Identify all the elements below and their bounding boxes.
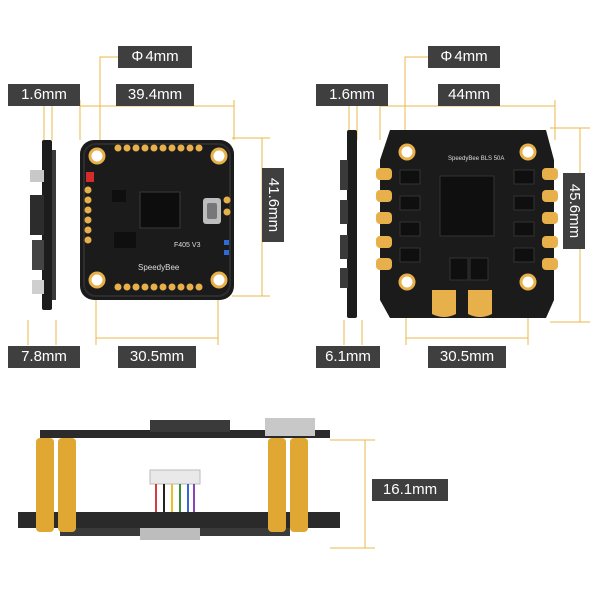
esc-board: SpeedyBee BLS 50A: [376, 130, 558, 318]
esc-model-label: SpeedyBee BLS 50A: [448, 156, 504, 162]
esc-hole-value: 4mm: [454, 48, 488, 65]
dimension-lines: [27, 56, 590, 549]
fc-side-height-dimension: 7.8mm: [8, 346, 80, 368]
esc-side-height-dimension: 6.1mm: [316, 346, 380, 368]
fc-side-view: [30, 140, 56, 310]
diameter-symbol: Φ: [440, 48, 453, 65]
fc-hole-value: 4mm: [145, 48, 179, 65]
diameter-symbol: Φ: [131, 48, 144, 65]
stack-height-dimension: 16.1mm: [372, 479, 448, 501]
fc-height-dimension: 41.6mm: [262, 168, 284, 242]
fc-mount-spacing-dimension: 30.5mm: [118, 346, 196, 368]
fc-board: F405 V3 SpeedyBee: [80, 140, 234, 300]
esc-width-dimension: 44mm: [438, 84, 500, 106]
esc-height-dimension: 45.6mm: [563, 173, 585, 249]
fc-model-label: F405 V3: [174, 242, 201, 249]
fc-brand-label: SpeedyBee: [138, 263, 180, 272]
fc-thickness-dimension: 1.6mm: [8, 84, 80, 106]
stack-side-view: [18, 418, 340, 540]
esc-mount-spacing-dimension: 30.5mm: [428, 346, 506, 368]
fc-width-dimension: 39.4mm: [116, 84, 194, 106]
esc-side-view: [340, 130, 357, 318]
esc-thickness-dimension: 1.6mm: [316, 84, 388, 106]
